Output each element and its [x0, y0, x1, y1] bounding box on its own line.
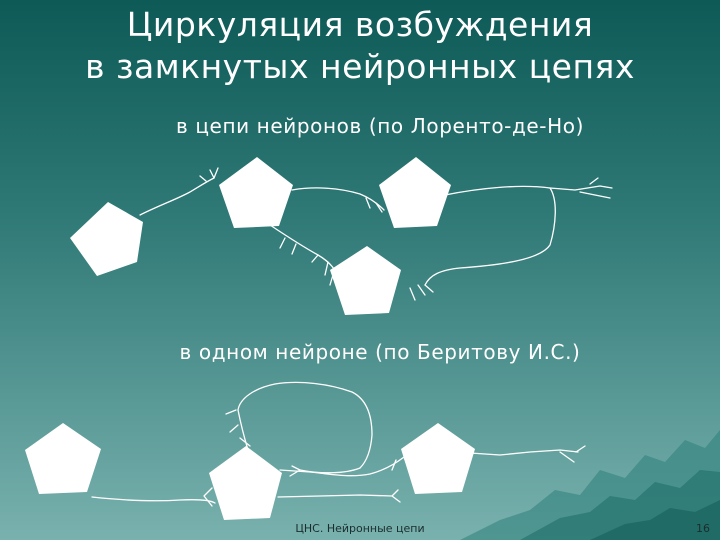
neuron-3	[379, 157, 451, 228]
terrain-decoration	[460, 430, 720, 540]
diagram-2-caption: в одном нейроне (по Беритову И.С.)	[179, 340, 581, 364]
diagram-1-caption: в цепи нейронов (по Лоренто-де-Но)	[175, 114, 585, 138]
neuron-4	[330, 246, 401, 315]
presynaptic-neuron	[25, 423, 101, 494]
looping-neuron	[209, 446, 282, 520]
page-number: 16	[696, 522, 710, 535]
slide-title: Циркуляция возбуждения в замкнутых нейро…	[0, 4, 720, 88]
footer-text: ЦНС. Нейронные цепи	[295, 522, 425, 535]
target-neuron	[401, 423, 475, 494]
neuron-2	[219, 157, 293, 228]
neuron-1	[70, 202, 143, 276]
title-line-1: Циркуляция возбуждения	[126, 5, 594, 44]
title-line-2: в замкнутых нейронных цепях	[85, 47, 635, 86]
loop-axons	[91, 381, 586, 507]
